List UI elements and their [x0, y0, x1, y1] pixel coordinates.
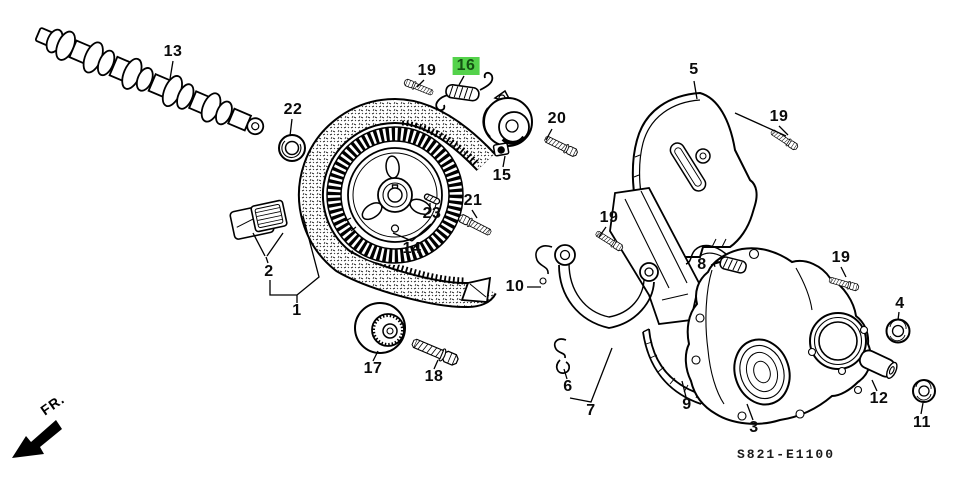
part-callout-14[interactable]: 14: [402, 240, 422, 257]
part-callout-18[interactable]: 18: [424, 368, 444, 385]
front-direction-arrow: [12, 420, 62, 458]
cam-sprocket-art: [325, 125, 465, 265]
tensioner-pulley-art: [482, 89, 533, 157]
camshaft-art: [34, 27, 265, 136]
part-callout-10[interactable]: 10: [505, 278, 525, 295]
part-callout-17[interactable]: 17: [363, 360, 383, 377]
part-callout-11[interactable]: 11: [913, 414, 931, 431]
collar-art: [858, 349, 898, 379]
part-callout-6[interactable]: 6: [563, 378, 573, 395]
timing-belt-art: [297, 97, 497, 309]
part-callout-5[interactable]: 5: [689, 61, 699, 78]
bolt-19a-art: [402, 77, 435, 98]
leader-lines: [169, 60, 924, 421]
part-callout-7[interactable]: 7: [586, 402, 596, 419]
part-callout-12[interactable]: 12: [869, 390, 889, 407]
part-callout-16[interactable]: 16: [452, 57, 480, 75]
part-callout-13[interactable]: 13: [163, 43, 183, 60]
seal-11-art: [912, 379, 936, 403]
part-callout-8[interactable]: 8: [697, 256, 707, 273]
part-callout-19[interactable]: 19: [599, 209, 619, 226]
part-callout-19[interactable]: 19: [417, 62, 437, 79]
part-callout-21[interactable]: 21: [463, 192, 483, 209]
part-callout-4[interactable]: 4: [895, 295, 905, 312]
lower-cover-art: [684, 244, 872, 425]
back-plate-art: [609, 187, 700, 325]
part-callout-20[interactable]: 20: [547, 110, 567, 127]
part-callout-15[interactable]: 15: [492, 167, 512, 184]
bolt-20-art: [542, 133, 580, 159]
part-callout-19[interactable]: 19: [831, 249, 851, 266]
bracket-art: [535, 244, 659, 329]
part-callout-2[interactable]: 2: [264, 263, 274, 280]
clamp-art: [553, 338, 570, 374]
part-callout-19[interactable]: 19: [769, 108, 789, 125]
caution-labels-art: [229, 199, 288, 240]
part-callout-1[interactable]: 1: [292, 302, 302, 319]
diagram-code: S821-E1100: [737, 447, 836, 462]
part-callout-23[interactable]: 23: [422, 205, 442, 222]
bolt-18-art: [409, 335, 461, 368]
woodruff-key-art: [423, 193, 441, 205]
tensioner-spring-art: [435, 71, 494, 112]
part-callout-22[interactable]: 22: [283, 101, 303, 118]
part-callout-9[interactable]: 9: [682, 396, 692, 413]
bolt-21-art: [456, 212, 493, 238]
idler-pulley-art: [354, 302, 406, 354]
part-callout-3[interactable]: 3: [749, 419, 759, 436]
oil-seal-art: [885, 318, 911, 344]
cam-seal-art: [278, 134, 306, 162]
